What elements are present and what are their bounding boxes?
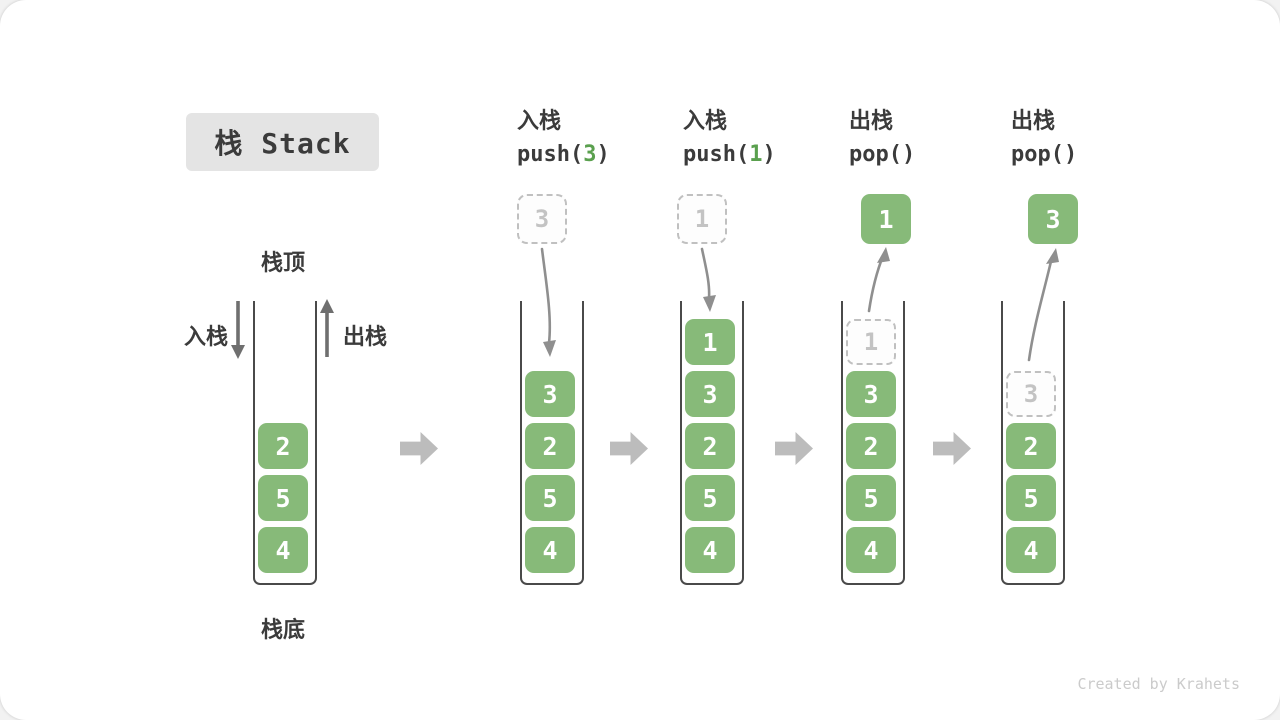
stack-block: 3 xyxy=(685,371,735,417)
stack-block: 5 xyxy=(525,475,575,521)
code-pre: pop( xyxy=(849,142,902,167)
stage-arrow-icon xyxy=(610,432,648,465)
incoming-element-dashed: 3 xyxy=(517,194,567,244)
stack-container-5 xyxy=(1001,301,1065,585)
stack-bottom-label: 栈底 xyxy=(260,617,305,642)
stack-container-4 xyxy=(841,301,905,585)
code-pre: push( xyxy=(517,142,584,167)
operation-label-pop-1: 出栈 pop() xyxy=(849,106,999,167)
stack-container-1 xyxy=(253,301,317,585)
operation-code: pop() xyxy=(1011,142,1161,167)
stack-block: 5 xyxy=(1006,475,1056,521)
push-down-arrow-icon xyxy=(231,301,245,359)
operation-code: push(1) xyxy=(683,142,833,167)
operation-title: 出栈 xyxy=(1011,108,1056,133)
code-post: ) xyxy=(762,142,776,167)
code-arg: 1 xyxy=(749,142,763,167)
stack-block: 5 xyxy=(685,475,735,521)
stack-container-3 xyxy=(680,301,744,585)
stack-block: 3 xyxy=(525,371,575,417)
popped-element: 3 xyxy=(1028,194,1078,244)
stack-block: 2 xyxy=(258,423,308,469)
stack-block: 4 xyxy=(1006,527,1056,573)
stack-block: 3 xyxy=(846,371,896,417)
stack-top-label: 栈顶 xyxy=(260,250,305,275)
stack-block: 2 xyxy=(685,423,735,469)
stack-block: 2 xyxy=(1006,423,1056,469)
code-post: ) xyxy=(901,142,916,167)
operation-label-push-1: 入栈 push(1) xyxy=(683,106,833,167)
pop-side-label: 出栈 xyxy=(343,324,388,349)
code-post: ) xyxy=(596,142,610,167)
stack-block: 5 xyxy=(258,475,308,521)
stack-block: 1 xyxy=(685,319,735,365)
footer-credit: Created by Krahets xyxy=(1077,675,1240,693)
operation-code: push(3) xyxy=(517,142,667,167)
stack-block: 2 xyxy=(846,423,896,469)
code-pre: push( xyxy=(683,142,750,167)
operation-code: pop() xyxy=(849,142,999,167)
stack-block: 5 xyxy=(846,475,896,521)
stack-container-2 xyxy=(520,301,584,585)
operation-label-pop-2: 出栈 pop() xyxy=(1011,106,1161,167)
push-side-label: 入栈 xyxy=(183,324,228,349)
stack-block: 4 xyxy=(258,527,308,573)
stage-arrow-icon xyxy=(775,432,813,465)
stack-block: 2 xyxy=(525,423,575,469)
code-post: ) xyxy=(1063,142,1078,167)
pop-up-arrow-icon xyxy=(320,299,334,357)
stage-arrow-icon xyxy=(400,432,438,465)
code-arg: 3 xyxy=(583,142,597,167)
stack-block: 4 xyxy=(685,527,735,573)
code-pre: pop( xyxy=(1011,142,1064,167)
title-badge: 栈 Stack xyxy=(186,113,379,171)
operation-title: 出栈 xyxy=(849,108,894,133)
operation-label-push-3: 入栈 push(3) xyxy=(517,106,667,167)
popped-element: 1 xyxy=(861,194,911,244)
operation-title: 入栈 xyxy=(517,108,562,133)
operation-title: 入栈 xyxy=(683,108,728,133)
stack-block: 4 xyxy=(525,527,575,573)
incoming-element-dashed: 1 xyxy=(677,194,727,244)
ghost-block: 3 xyxy=(1006,371,1056,417)
stage-arrow-icon xyxy=(933,432,971,465)
ghost-block: 1 xyxy=(846,319,896,365)
stack-block: 4 xyxy=(846,527,896,573)
